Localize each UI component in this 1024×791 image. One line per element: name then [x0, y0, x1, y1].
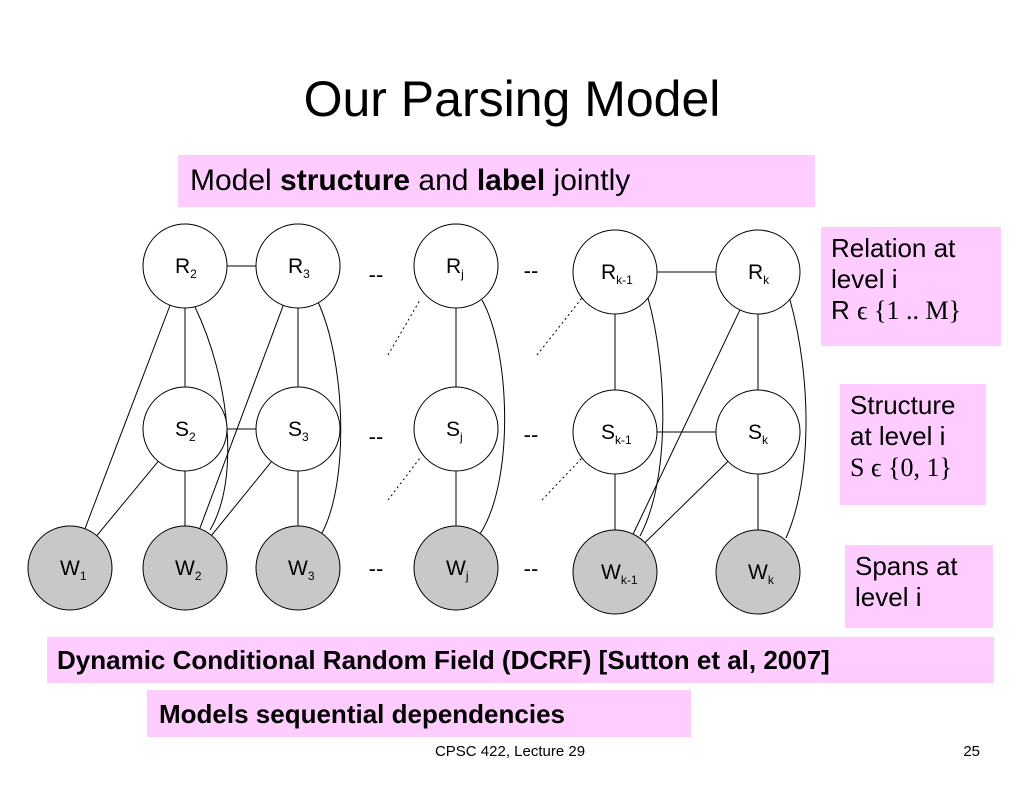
edge-dotted-Rk-1 [536, 297, 583, 356]
node-wk-1: Wk-1 [572, 529, 658, 615]
edge-S2-W1 [96, 461, 159, 536]
structure-var: S [850, 453, 865, 482]
relation-domain: ϵ {1 .. M} [857, 296, 962, 325]
node-circle [142, 525, 228, 611]
node-rk: Rk [715, 229, 801, 315]
node-circle [572, 529, 658, 615]
edge-R3-W2 [199, 305, 284, 529]
relation-note-line2: level i [831, 264, 898, 294]
structure-note-line2: at level i [850, 421, 946, 451]
node-circle [413, 386, 499, 472]
edge-S3-W2 [211, 461, 272, 536]
node-circle [413, 525, 499, 611]
node-label: Sk-1 [601, 421, 632, 447]
node-label: Sk [748, 421, 769, 447]
edge-Rk-Wk-1 [632, 309, 741, 535]
ellipsis-5: -- [369, 556, 384, 581]
edge-Rk-1-Wk-1 [639, 297, 664, 537]
node-label: Sj [446, 418, 463, 444]
graph-edges [84, 265, 807, 543]
relation-note-line3: R ϵ {1 .. M} [831, 295, 991, 326]
subtitle-text-2: and [410, 164, 477, 197]
ellipsis-6: -- [524, 556, 539, 581]
edge-R3-W3 [317, 301, 342, 534]
node-label: S2 [175, 418, 196, 444]
node-circle [255, 223, 341, 309]
edge-Rj-Wj [479, 299, 506, 535]
node-w3: W3 [255, 525, 341, 611]
node-label: Wk-1 [601, 561, 638, 587]
node-circle [572, 229, 658, 315]
dcrf-box: Dynamic Conditional Random Field (DCRF) … [47, 637, 994, 683]
node-circle [715, 389, 801, 475]
spans-note-line1: Spans at [855, 551, 958, 581]
subtitle-bold-label: label [476, 164, 546, 197]
structure-note-box: Structure at level i S ϵ {0, 1} [840, 384, 986, 505]
subtitle-text-1: Model [190, 164, 281, 197]
node-label: R2 [175, 255, 197, 281]
slide-title: Our Parsing Model [303, 71, 721, 127]
edge-R2-W1 [84, 305, 171, 529]
node-label: Wk [748, 561, 775, 587]
node-circle [715, 529, 801, 615]
spans-note-box: Spans at level i [845, 545, 993, 628]
node-label: Rj [446, 255, 464, 281]
node-s2: S2 [142, 386, 228, 472]
node-sk: Sk [715, 389, 801, 475]
node-rk-1: Rk-1 [572, 229, 658, 315]
relation-note-line1: Relation at [831, 233, 956, 263]
node-label: Rk-1 [601, 261, 633, 287]
node-w2: W2 [142, 525, 228, 611]
node-circle [142, 223, 228, 309]
node-label: Rk [748, 261, 770, 287]
edge-Rk-Wk [785, 299, 807, 539]
subtitle-bold-structure: structure [280, 164, 411, 197]
node-circle [142, 386, 228, 472]
node-circle [255, 525, 341, 611]
ellipsis-3: -- [369, 424, 384, 449]
node-sj: Sj [413, 386, 499, 472]
node-circle [27, 525, 113, 611]
node-r3: R3 [255, 223, 341, 309]
graph-ellipses: -- -- -- -- -- -- [369, 258, 539, 581]
node-wk: Wk [715, 529, 801, 615]
spans-note-line2: level i [855, 582, 922, 612]
models-box: Models sequential dependencies [147, 690, 691, 737]
node-label: W2 [175, 557, 202, 583]
edge-dotted-Rj [387, 299, 421, 356]
relation-var: R [831, 295, 850, 325]
node-label: Wj [446, 557, 469, 583]
structure-note-line3: S ϵ {0, 1} [850, 452, 976, 483]
structure-domain: ϵ {0, 1} [870, 453, 952, 482]
node-label: W3 [288, 557, 315, 583]
subtitle-text-3: jointly [545, 164, 631, 197]
edge-dotted-Sj [387, 457, 421, 501]
edge-dotted-Sk-1 [541, 457, 583, 501]
node-circle [572, 389, 658, 475]
node-circle [413, 223, 499, 309]
node-r2: R2 [142, 223, 228, 309]
node-s3: S3 [255, 386, 341, 472]
ellipsis-1: -- [369, 262, 384, 287]
structure-note-line1: Structure [850, 390, 956, 420]
node-label: R3 [288, 255, 310, 281]
footer-course: CPSC 422, Lecture 29 [434, 743, 586, 760]
node-circle [715, 229, 801, 315]
footer-page-number: 25 [963, 743, 980, 760]
node-w1: W1 [27, 525, 113, 611]
node-sk-1: Sk-1 [572, 389, 658, 475]
edge-Sk-Wk-1 [644, 461, 729, 543]
node-label: W1 [60, 557, 87, 583]
node-rj: Rj [413, 223, 499, 309]
ellipsis-2: -- [524, 258, 539, 283]
node-circle [255, 386, 341, 472]
node-label: S3 [288, 418, 309, 444]
subtitle-box: Model structure and label jointly [178, 155, 815, 207]
node-wj: Wj [413, 525, 499, 611]
ellipsis-4: -- [524, 422, 539, 447]
relation-note-box: Relation at level i R ϵ {1 .. M} [821, 227, 1001, 346]
